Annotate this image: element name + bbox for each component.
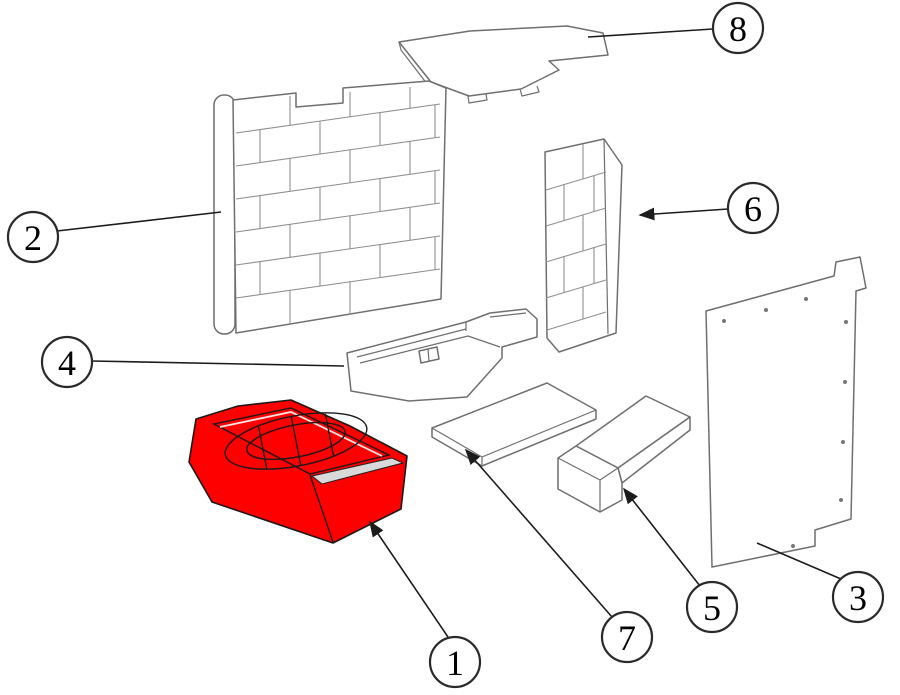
callout-2-circle (6, 210, 60, 264)
screw-hole (841, 440, 845, 444)
leader-line-1 (369, 520, 449, 638)
screw-hole (839, 498, 843, 502)
screw-hole (843, 380, 847, 384)
leader-lines (56, 28, 842, 638)
callout-7-number: 7 (618, 618, 636, 658)
top-plate-tab-right (519, 85, 540, 97)
callout-5-number: 5 (703, 588, 721, 628)
callout-8-circle (711, 1, 765, 55)
ash-pan-front-trim (310, 457, 405, 485)
callout-4-circle (40, 335, 94, 389)
part-6-side-brick-panel (544, 138, 623, 353)
screw-hole (844, 320, 848, 324)
part-4-log-retainer-bracket (346, 308, 538, 402)
retainer-trough-line (359, 335, 501, 364)
side-panel-return-edge (603, 138, 609, 335)
part-5-front-rail (557, 395, 691, 513)
side-panel-brick-mortar-lines (545, 171, 607, 331)
leader-line-8 (587, 28, 714, 38)
back-panel-brick-joints (259, 87, 436, 324)
leader-line-2 (56, 211, 222, 232)
callout-3-number: 3 (849, 578, 867, 618)
back-panel-brick-mortar-lines (235, 103, 441, 299)
leader-line-3 (756, 542, 842, 580)
callouts: 1 2 3 4 5 6 7 8 (6, 1, 885, 689)
retainer-rim-line (356, 328, 467, 358)
callout-5-circle (685, 580, 739, 634)
callout-5[interactable]: 5 (685, 580, 739, 634)
leader-line-4 (90, 360, 345, 367)
callout-3[interactable]: 3 (831, 570, 885, 624)
callout-3-circle (831, 570, 885, 624)
part-2-back-brick-panel (213, 80, 447, 335)
callout-7-circle (600, 610, 654, 664)
front-rail-lip (557, 445, 623, 513)
leader-line-6 (638, 207, 729, 221)
part-7-base-plate (431, 382, 597, 467)
callout-1[interactable]: 1 (428, 635, 482, 689)
callout-4-number: 4 (58, 343, 76, 383)
part-3-right-side-panel (705, 256, 867, 568)
callout-2[interactable]: 2 (6, 210, 60, 264)
screw-hole (791, 544, 795, 548)
screw-hole (804, 297, 808, 301)
part-1-ash-pan-grate[interactable] (188, 399, 408, 544)
top-plate-tab-left (467, 93, 488, 104)
callout-8-number: 8 (729, 9, 747, 49)
callout-7[interactable]: 7 (600, 610, 654, 664)
ash-pan-grate-ring (224, 412, 368, 470)
back-panel-pilaster (213, 94, 236, 335)
screw-hole (722, 319, 726, 323)
retainer-outline (346, 308, 538, 402)
callout-1-number: 1 (446, 643, 464, 683)
retainer-end-plate-line (465, 312, 527, 331)
callout-2-number: 2 (24, 218, 42, 258)
retainer-clip-line (427, 348, 430, 362)
callout-6-number: 6 (744, 189, 762, 229)
leader-line-5 (623, 487, 701, 587)
side-panel-brick-joints (563, 144, 595, 319)
top-plate-outline (398, 25, 609, 97)
screw-hole (764, 308, 768, 312)
leader-line-7 (464, 448, 613, 618)
ash-pan-rim-highlight (219, 411, 383, 457)
callout-6-circle (726, 181, 780, 235)
front-rail-lip-edge (557, 457, 619, 512)
base-plate-outline (431, 382, 597, 467)
callout-4[interactable]: 4 (40, 335, 94, 389)
right-panel-outline (705, 256, 867, 568)
base-plate-top-edge (431, 409, 597, 466)
ash-pan-rim (211, 407, 392, 475)
part-8-top-plate (398, 25, 609, 104)
callout-1-circle (428, 635, 482, 689)
callout-8[interactable]: 8 (711, 1, 765, 55)
ash-pan-body (188, 399, 408, 544)
ash-pan-front-corner-edge (309, 474, 334, 543)
callout-6[interactable]: 6 (726, 181, 780, 235)
grate-bars (257, 413, 335, 470)
top-plate-thickness-edge (398, 41, 432, 90)
